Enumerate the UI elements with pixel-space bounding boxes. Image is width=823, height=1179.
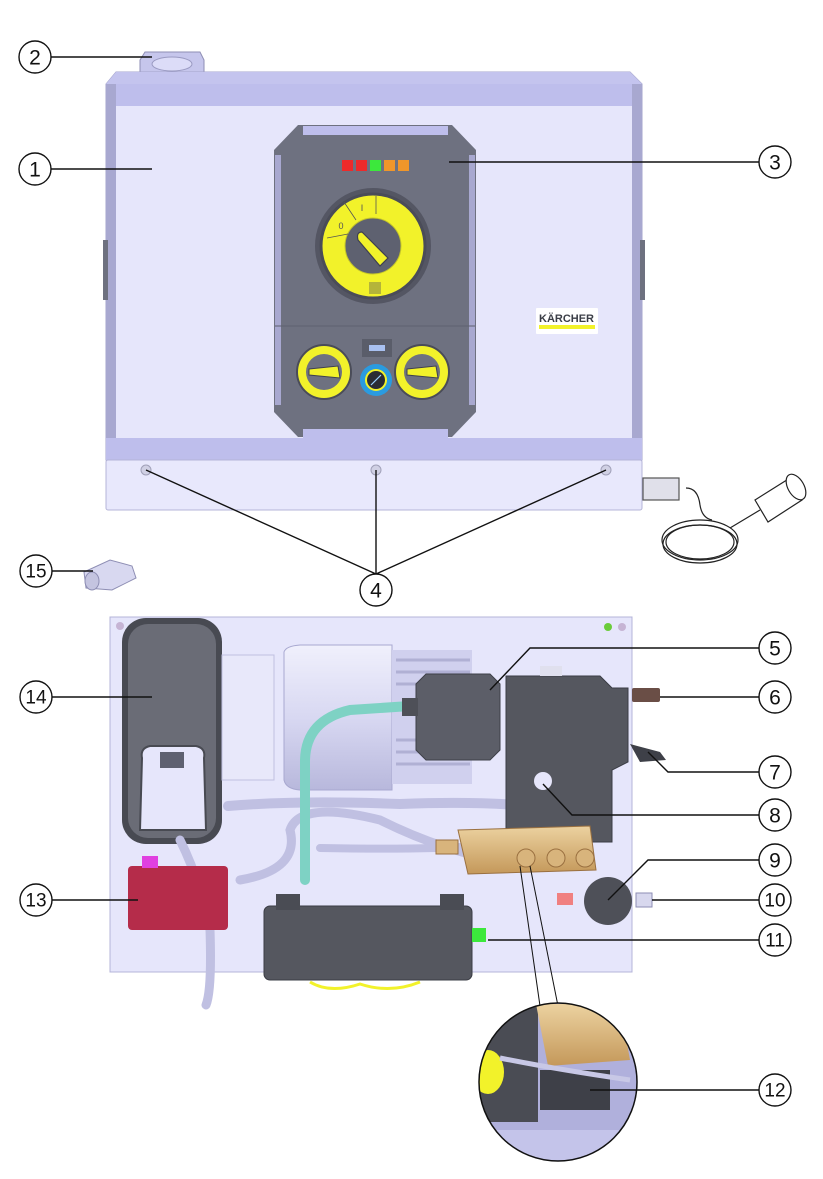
svg-text:8: 8 — [769, 805, 781, 828]
high-pressure-outlet — [632, 688, 660, 702]
detail-view — [478, 865, 638, 1162]
callout-3: 3 — [758, 145, 792, 179]
svg-text:11: 11 — [765, 931, 785, 952]
svg-text:10: 10 — [764, 891, 785, 912]
motor-terminal-box — [402, 673, 501, 761]
main-switch[interactable]: 0 I — [315, 188, 431, 304]
svg-text:9: 9 — [769, 850, 781, 873]
callout-8: 8 — [758, 798, 792, 832]
callout-15: 15 — [19, 554, 53, 588]
callout-4: 4 — [359, 573, 393, 607]
callout-11: 11 — [758, 923, 792, 957]
fault-lamp — [342, 160, 353, 171]
svg-text:5: 5 — [769, 638, 781, 661]
open-device — [109, 616, 666, 1010]
brand-logo: KÄRCHER — [536, 308, 598, 334]
leader-lines — [51, 56, 759, 1091]
info-lamp-1 — [384, 160, 395, 171]
power-cable-coil — [642, 473, 807, 564]
oil-sight-glass — [534, 772, 552, 790]
brand-logo-text: KÄRCHER — [539, 312, 594, 325]
svg-text:12: 12 — [764, 1081, 785, 1102]
svg-text:4: 4 — [370, 580, 382, 603]
water-inlet — [635, 892, 653, 908]
callout-7: 7 — [758, 755, 792, 789]
callout-14: 14 — [19, 680, 53, 714]
callout-1: 1 — [18, 152, 52, 186]
callout-5: 5 — [758, 631, 792, 665]
cable-gland — [139, 51, 205, 73]
callout-13: 13 — [19, 883, 53, 917]
qr-code — [369, 282, 381, 294]
pressure-accumulator — [584, 877, 632, 925]
svg-text:2: 2 — [29, 47, 41, 70]
svg-text:1: 1 — [29, 159, 41, 182]
svg-text:14: 14 — [25, 688, 47, 709]
service-lamp — [356, 160, 367, 171]
svg-text:3: 3 — [769, 152, 781, 175]
control-panel: 0 I — [274, 125, 476, 438]
power-cable-gland — [630, 744, 666, 762]
svg-text:7: 7 — [769, 762, 781, 785]
pressure-gauge — [360, 364, 392, 396]
pressure-knob[interactable] — [296, 344, 352, 400]
switch-pos-off: 0 — [338, 221, 343, 231]
callout-9: 9 — [758, 843, 792, 877]
electronics-box — [263, 894, 486, 990]
temperature-knob[interactable] — [394, 344, 450, 400]
callout-6: 6 — [758, 680, 792, 714]
callout-2: 2 — [18, 40, 52, 74]
closed-device: 0 I — [103, 51, 807, 564]
svg-text:6: 6 — [769, 687, 781, 710]
info-lamp-2 — [398, 160, 409, 171]
callout-10: 10 — [758, 883, 792, 917]
power-lamp — [370, 160, 381, 171]
status-lamps — [342, 160, 409, 171]
heater-unit — [128, 856, 228, 930]
pump — [435, 666, 629, 875]
svg-text:15: 15 — [25, 562, 46, 583]
adapter-fitting — [83, 559, 137, 591]
switch-pos-on: I — [361, 203, 364, 213]
callout-12: 12 — [758, 1073, 792, 1107]
svg-text:13: 13 — [25, 891, 46, 912]
float-tank — [122, 618, 222, 844]
